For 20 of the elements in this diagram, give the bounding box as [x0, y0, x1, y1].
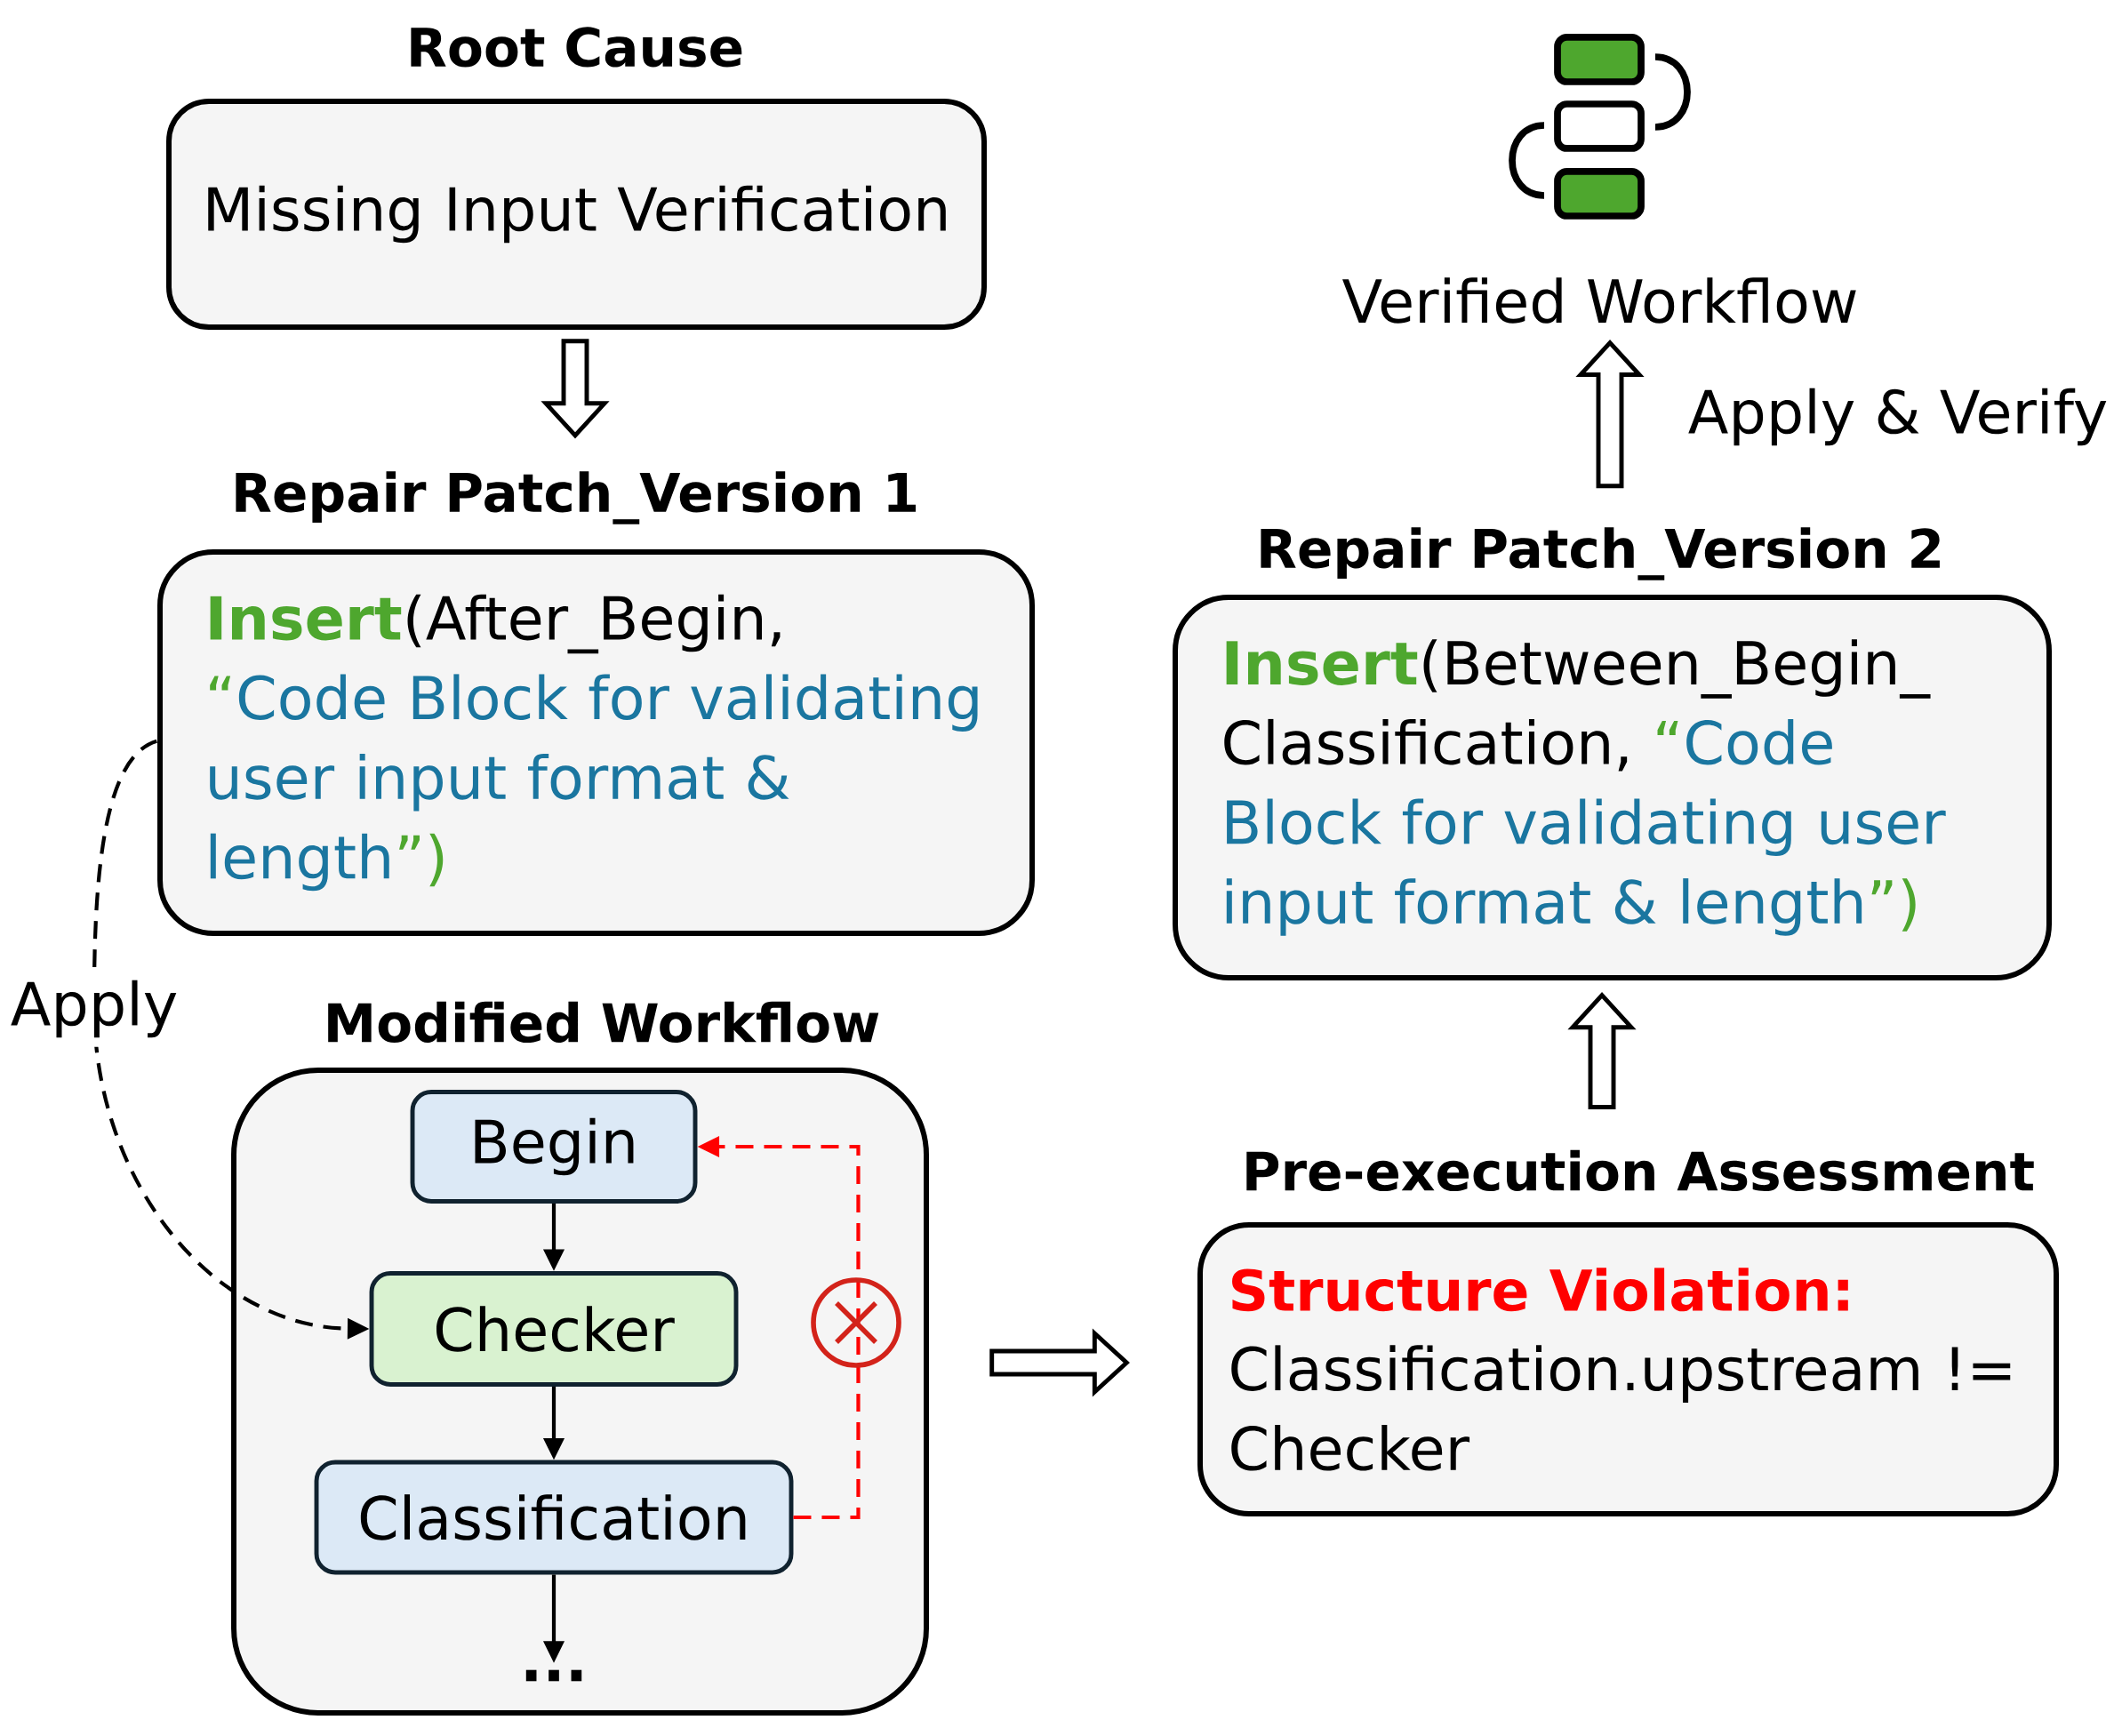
text-box: Structure Violation: Classification.upstream != Checker — [1197, 1222, 2059, 1516]
heading: Modified Workflow — [328, 1001, 879, 1044]
code-box: Insert(Between_Begin_Classification, “Code Block for validating user input format & length”) — [1173, 595, 2052, 980]
code-box: Insert(After_Begin, “Code Block for validating user input format & length”) — [157, 549, 1035, 936]
text-box: Missing Input Verification — [166, 99, 987, 330]
block-arrow — [1575, 339, 1645, 489]
icon-caption: Verified Workflow — [1342, 277, 1856, 324]
heading: Pre-execution Assessment — [1246, 1149, 2034, 1192]
edge-label: Apply & Verify — [1678, 379, 2118, 455]
process-box: Classification — [314, 1460, 794, 1575]
process-box: Checker — [369, 1271, 739, 1387]
block-arrow — [1567, 992, 1637, 1109]
block-arrow — [541, 339, 610, 439]
heading: Repair Patch_Version 1 — [236, 471, 916, 524]
ellipsis: ... — [525, 1669, 582, 1682]
heading: Repair Patch_Version 2 — [1261, 527, 1940, 580]
block-arrow — [989, 1328, 1130, 1397]
edge-label: Apply — [1, 971, 188, 1047]
heading: Root Cause — [411, 27, 742, 68]
process-box: Begin — [410, 1090, 698, 1204]
